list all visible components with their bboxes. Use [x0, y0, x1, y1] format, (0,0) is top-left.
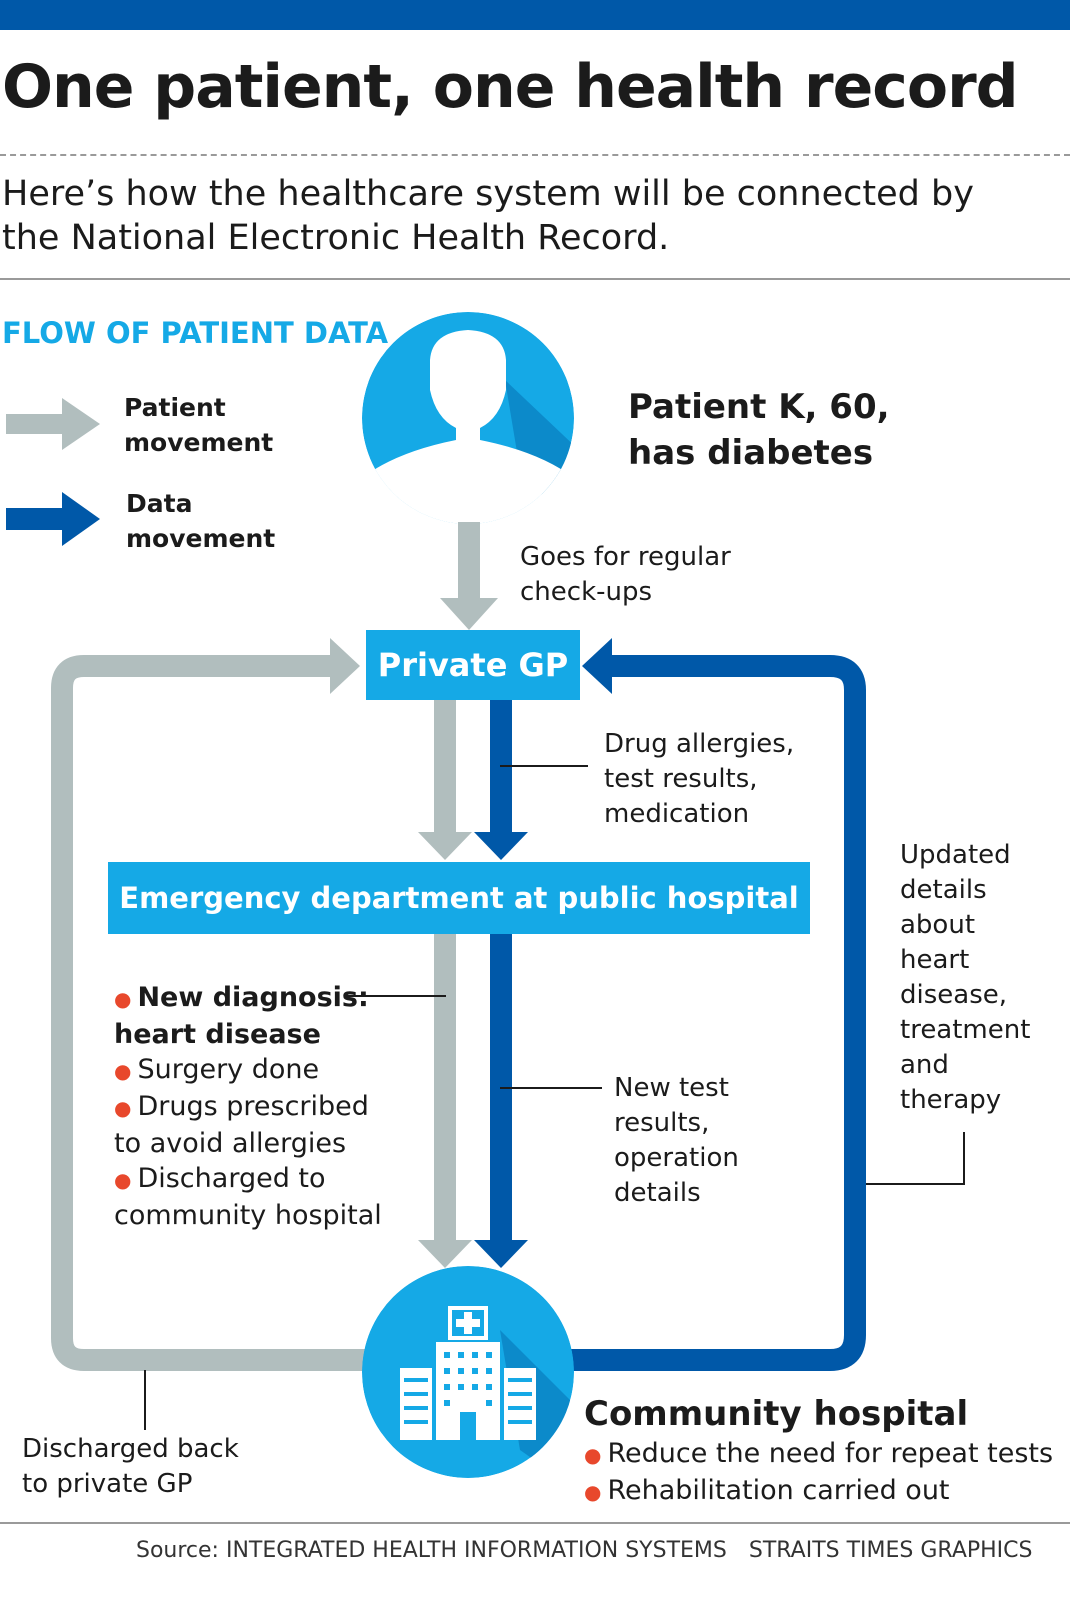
note-checkups: Goes for regular check-ups	[520, 540, 731, 610]
note-line: check-ups	[520, 577, 653, 607]
arrow-ed-to-ch-data	[474, 934, 528, 1268]
header-rule	[0, 278, 1070, 280]
ed-outcomes-list: ●New diagnosis: heart disease ●Surgery d…	[114, 980, 444, 1233]
patient-label-line1: Patient K, 60,	[628, 387, 890, 427]
note-line: Drug allergies,	[604, 729, 795, 759]
footer-rule	[0, 1522, 1070, 1524]
patient-label-line2: has diabetes	[628, 433, 874, 473]
private-gp-box: Private GP	[366, 630, 580, 700]
bullet-dot: ●	[584, 1480, 602, 1504]
note-updated-details: Updated details about heart disease, tre…	[900, 838, 1030, 1118]
list-item: to avoid allergies	[114, 1126, 444, 1161]
note-line: details	[900, 875, 987, 905]
arrow-gp-to-ed-patient	[418, 700, 472, 860]
note-gp-to-ed: Drug allergies, test results, medication	[604, 727, 794, 832]
bullet-dot: ●	[114, 1096, 132, 1120]
bullet-dot: ●	[114, 1168, 132, 1192]
list-item: ●Rehabilitation carried out	[584, 1473, 1053, 1510]
community-hospital-list: ●Reduce the need for repeat tests ●Rehab…	[584, 1436, 1053, 1510]
legend-patient-movement: Patient movement	[124, 390, 324, 460]
hospital-building-icon	[362, 1266, 574, 1478]
section-label: FLOW OF PATIENT DATA	[2, 316, 389, 350]
note-line: medication	[604, 799, 750, 829]
list-item: ●Drugs prescribed	[114, 1089, 444, 1126]
outcome-text: Surgery done	[137, 1054, 320, 1085]
outcome-text: community hospital	[114, 1200, 382, 1231]
list-item: ●Reduce the need for repeat tests	[584, 1436, 1053, 1473]
note-line: details	[614, 1178, 701, 1208]
legend-patient-arrow	[6, 398, 100, 450]
legend-data-line2: movement	[126, 524, 276, 553]
arrow-discharged-back-loop	[51, 638, 372, 1371]
legend-patient-line2: movement	[124, 428, 274, 457]
note-line: operation	[614, 1143, 739, 1173]
legend-data-movement: Data movement	[126, 486, 326, 556]
legend-data-arrow	[6, 492, 100, 546]
note-line: about	[900, 910, 976, 940]
footer: Source: INTEGRATED HEALTH INFORMATION SY…	[136, 1538, 1033, 1563]
footer-source: Source: INTEGRATED HEALTH INFORMATION SY…	[136, 1538, 727, 1563]
emergency-department-box: Emergency department at public hospital	[108, 862, 810, 934]
ch-item-text: Rehabilitation carried out	[607, 1475, 950, 1506]
top-color-bar	[0, 0, 1070, 30]
note-line: test results,	[604, 764, 758, 794]
note-line: to private GP	[22, 1469, 193, 1499]
outcome-text: heart disease	[114, 1019, 321, 1050]
patient-label: Patient K, 60, has diabetes	[628, 384, 928, 476]
arrow-updated-details-loop	[560, 638, 866, 1371]
note-line: Discharged back	[22, 1434, 239, 1464]
footer-credit: STRAITS TIMES GRAPHICS	[748, 1538, 1033, 1563]
community-hospital-title: Community hospital	[584, 1394, 969, 1434]
note-line: disease,	[900, 980, 1008, 1010]
note-discharged-back: Discharged back to private GP	[22, 1432, 239, 1502]
bullet-dot: ●	[114, 987, 132, 1011]
list-item: ●Surgery done	[114, 1052, 444, 1089]
outcome-text: Discharged to	[137, 1163, 326, 1194]
leader-line-updated-details	[866, 1132, 965, 1185]
note-line: Updated	[900, 840, 1011, 870]
list-item: ●New diagnosis:	[114, 980, 444, 1017]
note-line: treatment	[900, 1015, 1031, 1045]
note-line: results,	[614, 1108, 710, 1138]
legend-patient-line1: Patient	[124, 393, 226, 422]
bullet-dot: ●	[114, 1059, 132, 1083]
note-line: heart	[900, 945, 970, 975]
title-divider	[0, 154, 1070, 156]
outcome-text: Drugs prescribed	[137, 1091, 369, 1122]
outcome-text: New diagnosis:	[137, 982, 369, 1013]
note-ed-to-ch: New test results, operation details	[614, 1071, 739, 1211]
ch-item-text: Reduce the need for repeat tests	[607, 1438, 1054, 1469]
page-subtitle: Here’s how the healthcare system will be…	[2, 174, 974, 258]
arrow-patient-to-gp	[440, 522, 498, 630]
arrow-ed-to-ch-patient	[418, 934, 472, 1268]
note-line: therapy	[900, 1085, 1002, 1115]
outcome-text: to avoid allergies	[114, 1128, 347, 1159]
bullet-dot: ●	[584, 1443, 602, 1467]
note-line: Goes for regular	[520, 542, 731, 572]
page-title: One patient, one health record	[2, 52, 1019, 122]
list-item: heart disease	[114, 1017, 444, 1052]
arrow-gp-to-ed-data	[474, 700, 528, 860]
legend-data-line1: Data	[126, 489, 193, 518]
list-item: community hospital	[114, 1198, 444, 1233]
person-silhouette-icon	[362, 312, 574, 524]
note-line: New test	[614, 1073, 729, 1103]
list-item: ●Discharged to	[114, 1161, 444, 1198]
note-line: and	[900, 1050, 949, 1080]
